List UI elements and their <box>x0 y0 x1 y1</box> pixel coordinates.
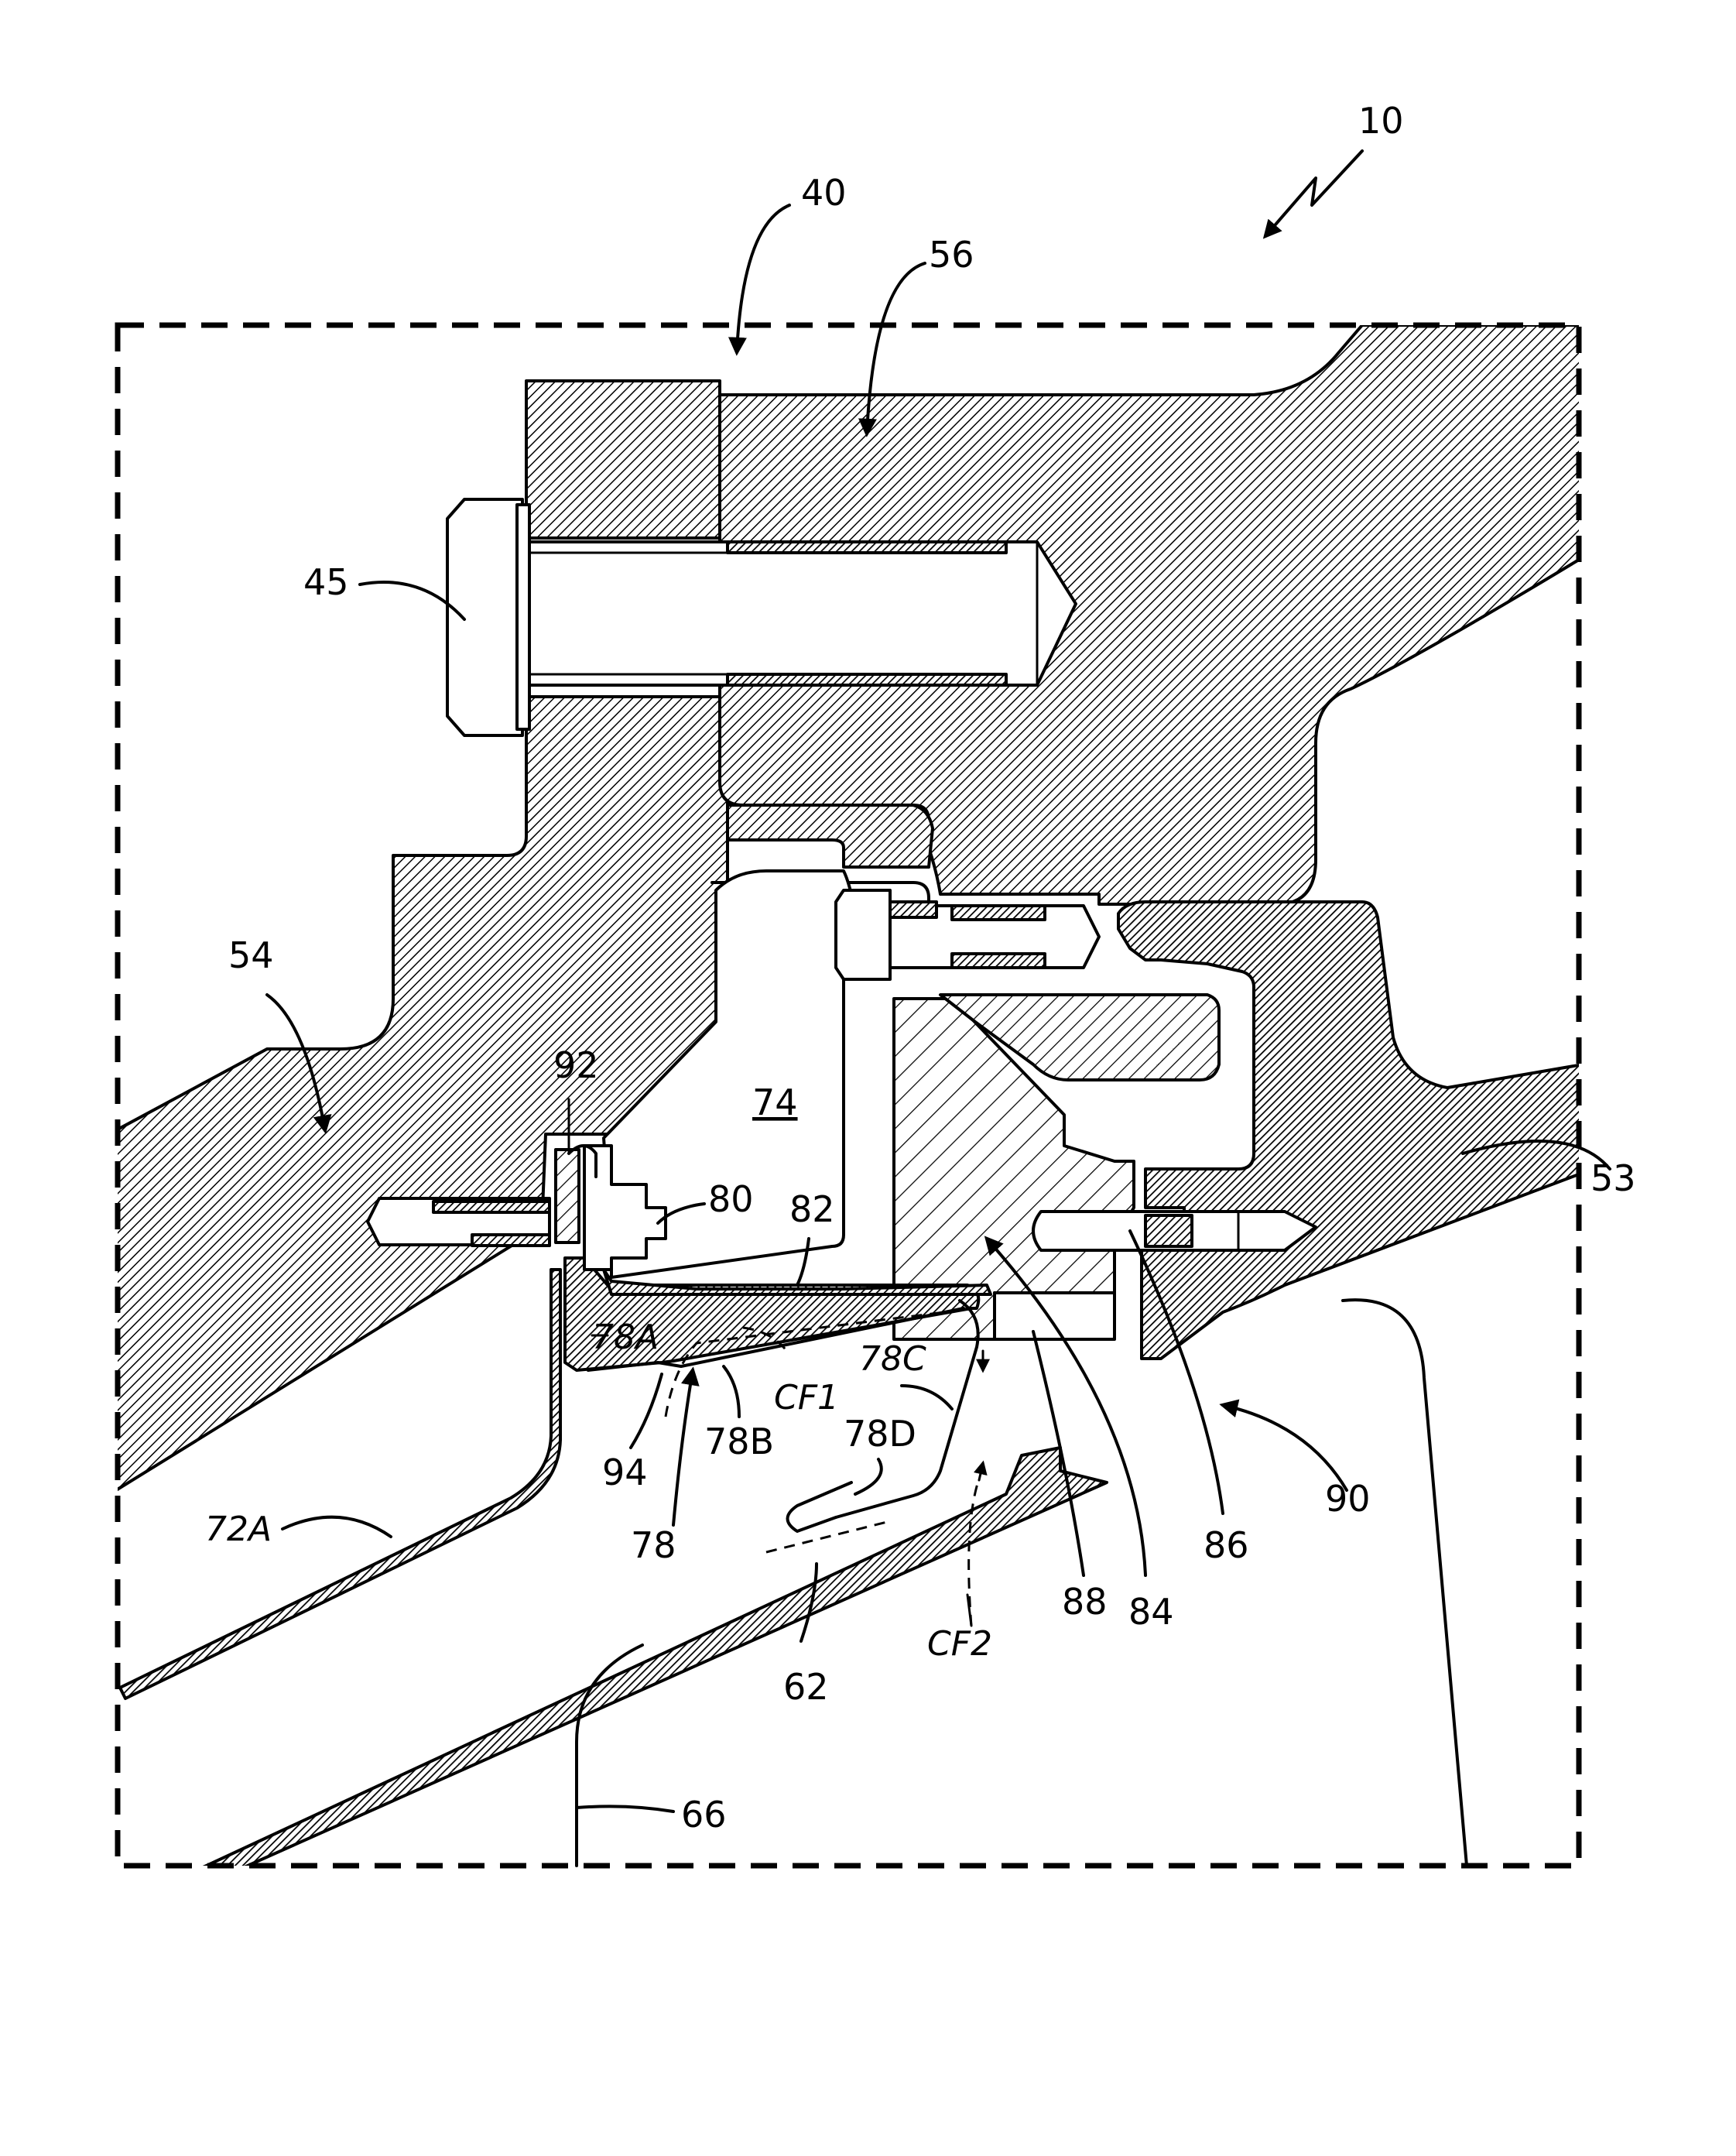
ref-label-62: 62 <box>783 1666 829 1708</box>
component-62-liner <box>190 1448 1107 1881</box>
coolflow-CF2-line <box>766 1521 890 1552</box>
ref-label-86: 86 <box>1204 1524 1249 1566</box>
ref-label-10: 10 <box>1358 100 1404 142</box>
leader-66 <box>577 1806 673 1812</box>
ref-label-78D: 78D <box>844 1413 916 1455</box>
leader-78C <box>902 1386 952 1409</box>
ref-label-82: 82 <box>789 1188 835 1230</box>
ref-label-78B: 78B <box>704 1421 774 1462</box>
ref-label-92: 92 <box>553 1044 599 1086</box>
bolt-45-washer <box>517 505 529 729</box>
ref-label-53: 53 <box>1590 1157 1636 1199</box>
component-53-flange <box>1118 902 1583 1359</box>
ref-label-78: 78 <box>631 1524 676 1566</box>
bolt-45-thread-bottom <box>728 674 1006 685</box>
leader-78B <box>724 1366 739 1417</box>
ref-label-72A: 72A <box>205 1510 272 1549</box>
segment-88 <box>995 1293 1115 1339</box>
ref-label-94: 94 <box>602 1452 648 1493</box>
leader-78D <box>855 1459 882 1494</box>
ref-label-54: 54 <box>228 934 274 976</box>
ref-label-66: 66 <box>681 1794 727 1836</box>
tie-bolt-thread-bottom <box>952 954 1045 968</box>
component-90-outline <box>1343 1300 1467 1866</box>
leader-72A <box>282 1517 391 1537</box>
ref-label-84: 84 <box>1128 1591 1174 1633</box>
coolflow-arrow-lower <box>979 1463 983 1480</box>
ref-label-90: 90 <box>1325 1478 1371 1520</box>
ref-label-74: 74 <box>752 1081 798 1123</box>
leader-78 <box>673 1370 693 1525</box>
section-parts <box>116 325 1583 1881</box>
tie-bolt-thread-top <box>952 906 1045 920</box>
ref-label-CF1: CF1 <box>774 1378 839 1417</box>
ref-label-40: 40 <box>801 172 847 214</box>
ref-label-CF2: CF2 <box>927 1624 992 1664</box>
ref-label-78C: 78C <box>859 1339 926 1379</box>
leader-40 <box>737 205 789 352</box>
bolt-45-thread-top <box>728 542 1006 553</box>
bolt-45-shank <box>529 542 1076 685</box>
ref-label-56: 56 <box>929 234 974 276</box>
ref-label-88: 88 <box>1062 1581 1108 1623</box>
component-54-housing <box>116 697 728 1490</box>
seal-78D-loop <box>788 1482 852 1531</box>
tie-bolt-head <box>836 890 890 979</box>
ref-label-80: 80 <box>708 1178 754 1220</box>
washer-92 <box>556 1150 579 1243</box>
component-40-cap-block <box>526 381 720 538</box>
ref-label-78A: 78A <box>592 1318 659 1357</box>
coolflow-CF2-branch <box>969 1479 979 1626</box>
leader-10 <box>1265 151 1362 236</box>
component-56-lip <box>728 805 933 867</box>
leader-94 <box>631 1374 662 1448</box>
bolt-45-head <box>447 499 522 735</box>
ref-label-45: 45 <box>303 561 349 603</box>
